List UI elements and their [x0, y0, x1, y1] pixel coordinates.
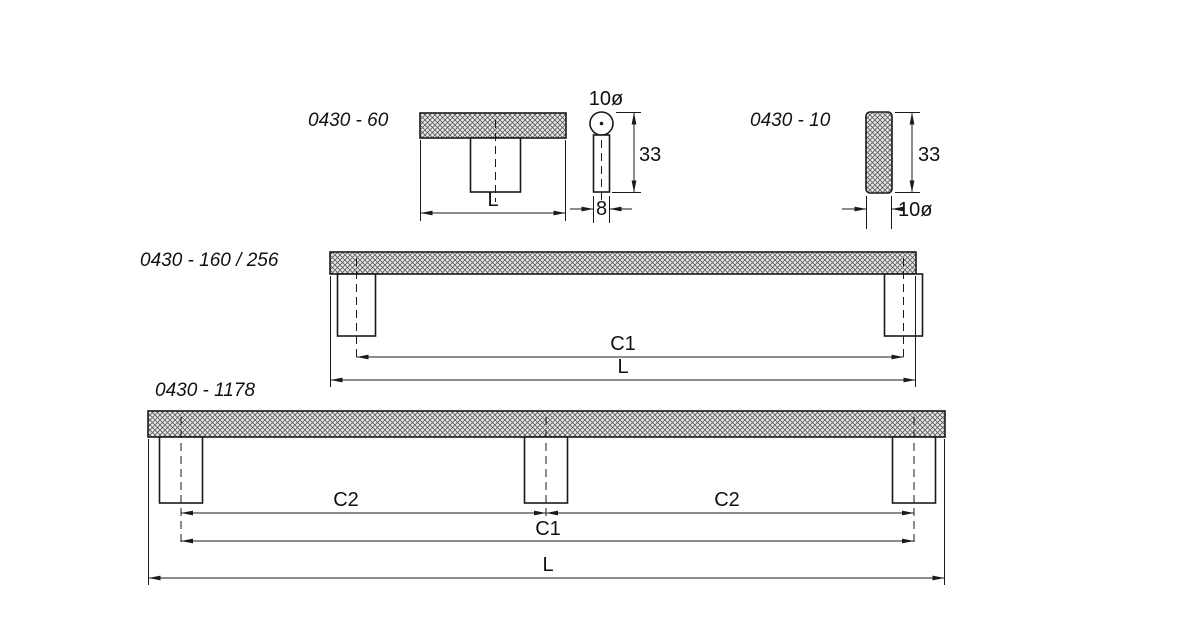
dim-label-height: 33	[639, 144, 661, 166]
dim-label-centers-overall: C1	[535, 518, 561, 540]
handle-bar	[419, 112, 567, 139]
handle-bar	[329, 251, 917, 275]
dim-label-length: L	[487, 189, 498, 211]
part-label-0430-60: 0430 - 60	[308, 110, 389, 131]
dim-label-diameter: 10ø	[898, 199, 932, 221]
diagram-side-view: 10ø 33 8	[570, 88, 661, 223]
knob-body	[865, 111, 893, 194]
diagram-0430-160-256: 0430 - 160 / 256 C1 L	[140, 250, 924, 387]
diagram-0430-10: 0430 - 10 33 10ø	[750, 110, 940, 229]
dim-label-post-width: 8	[596, 198, 607, 220]
diagram-0430-60: 0430 - 60 L	[308, 110, 567, 221]
dim-label-length: L	[542, 554, 553, 576]
part-label-0430-160-256: 0430 - 160 / 256	[140, 250, 279, 271]
diagram-0430-1178: 0430 - 1178 C2 C2 C1 L	[147, 380, 946, 585]
part-label-0430-10: 0430 - 10	[750, 110, 831, 131]
dim-label-height: 33	[918, 144, 940, 166]
dim-label-length: L	[617, 356, 628, 378]
dim-label-centers-left: C2	[333, 489, 359, 511]
part-label-0430-1178: 0430 - 1178	[155, 380, 255, 401]
center-mark	[599, 121, 604, 126]
dim-label-centers-right: C2	[714, 489, 740, 511]
dim-label-diameter: 10ø	[589, 88, 623, 110]
dim-label-centers: C1	[610, 333, 636, 355]
